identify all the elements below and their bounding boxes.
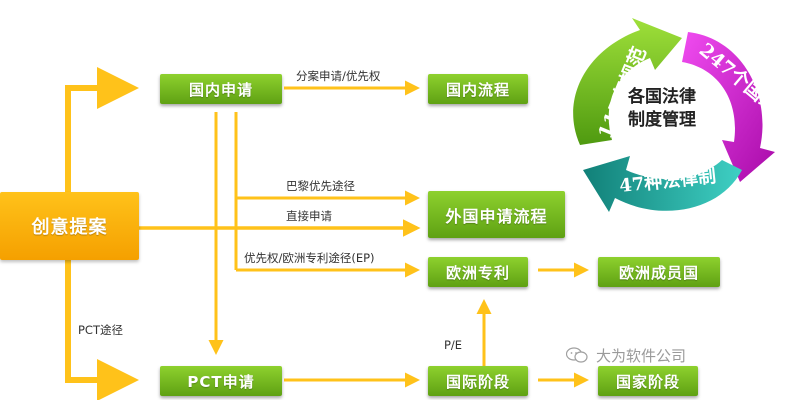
label-pct-route: PCT途径 — [78, 323, 123, 337]
cycle-arc-magenta — [682, 32, 775, 182]
idea-connectors — [65, 67, 421, 400]
label-direct-application: 直接申请 — [286, 209, 332, 223]
node-european-patent: 欧洲专利 — [428, 257, 528, 287]
cycle-arc-green — [573, 18, 682, 145]
cycle-center-line2: 制度管理 — [628, 110, 696, 130]
watermark-text: 大为软件公司 — [596, 346, 687, 365]
watermark: 大为软件公司 — [566, 344, 686, 366]
label-paris-priority: 巴黎优先途径 — [286, 179, 355, 193]
label-divisional-priority: 分案申请/优先权 — [296, 69, 381, 83]
cycle-center-line1: 各国法律 — [628, 87, 696, 107]
node-idea: 创意提案 — [0, 192, 139, 260]
node-european-member-states: 欧洲成员国 — [598, 257, 720, 287]
node-pct-application: PCT申请 — [160, 366, 282, 396]
wechat-icon — [566, 347, 588, 363]
connector-idea-to-pct — [65, 260, 139, 400]
label-priority-ep: 优先权/欧洲专利途径(EP) — [244, 251, 375, 265]
node-domestic-application: 国内申请 — [160, 74, 282, 104]
node-international-phase: 国际阶段 — [428, 366, 528, 396]
node-foreign-process: 外国申请流程 — [428, 191, 565, 238]
thin-connectors — [208, 80, 589, 388]
node-domestic-process: 国内流程 — [428, 74, 528, 104]
cycle-arc-teal — [583, 156, 742, 212]
node-national-phase: 国家阶段 — [598, 366, 698, 396]
connector-idea-to-domestic — [65, 67, 139, 192]
label-pe: P/E — [444, 338, 463, 352]
cycle-center-text: 各国法律 制度管理 — [602, 86, 722, 132]
